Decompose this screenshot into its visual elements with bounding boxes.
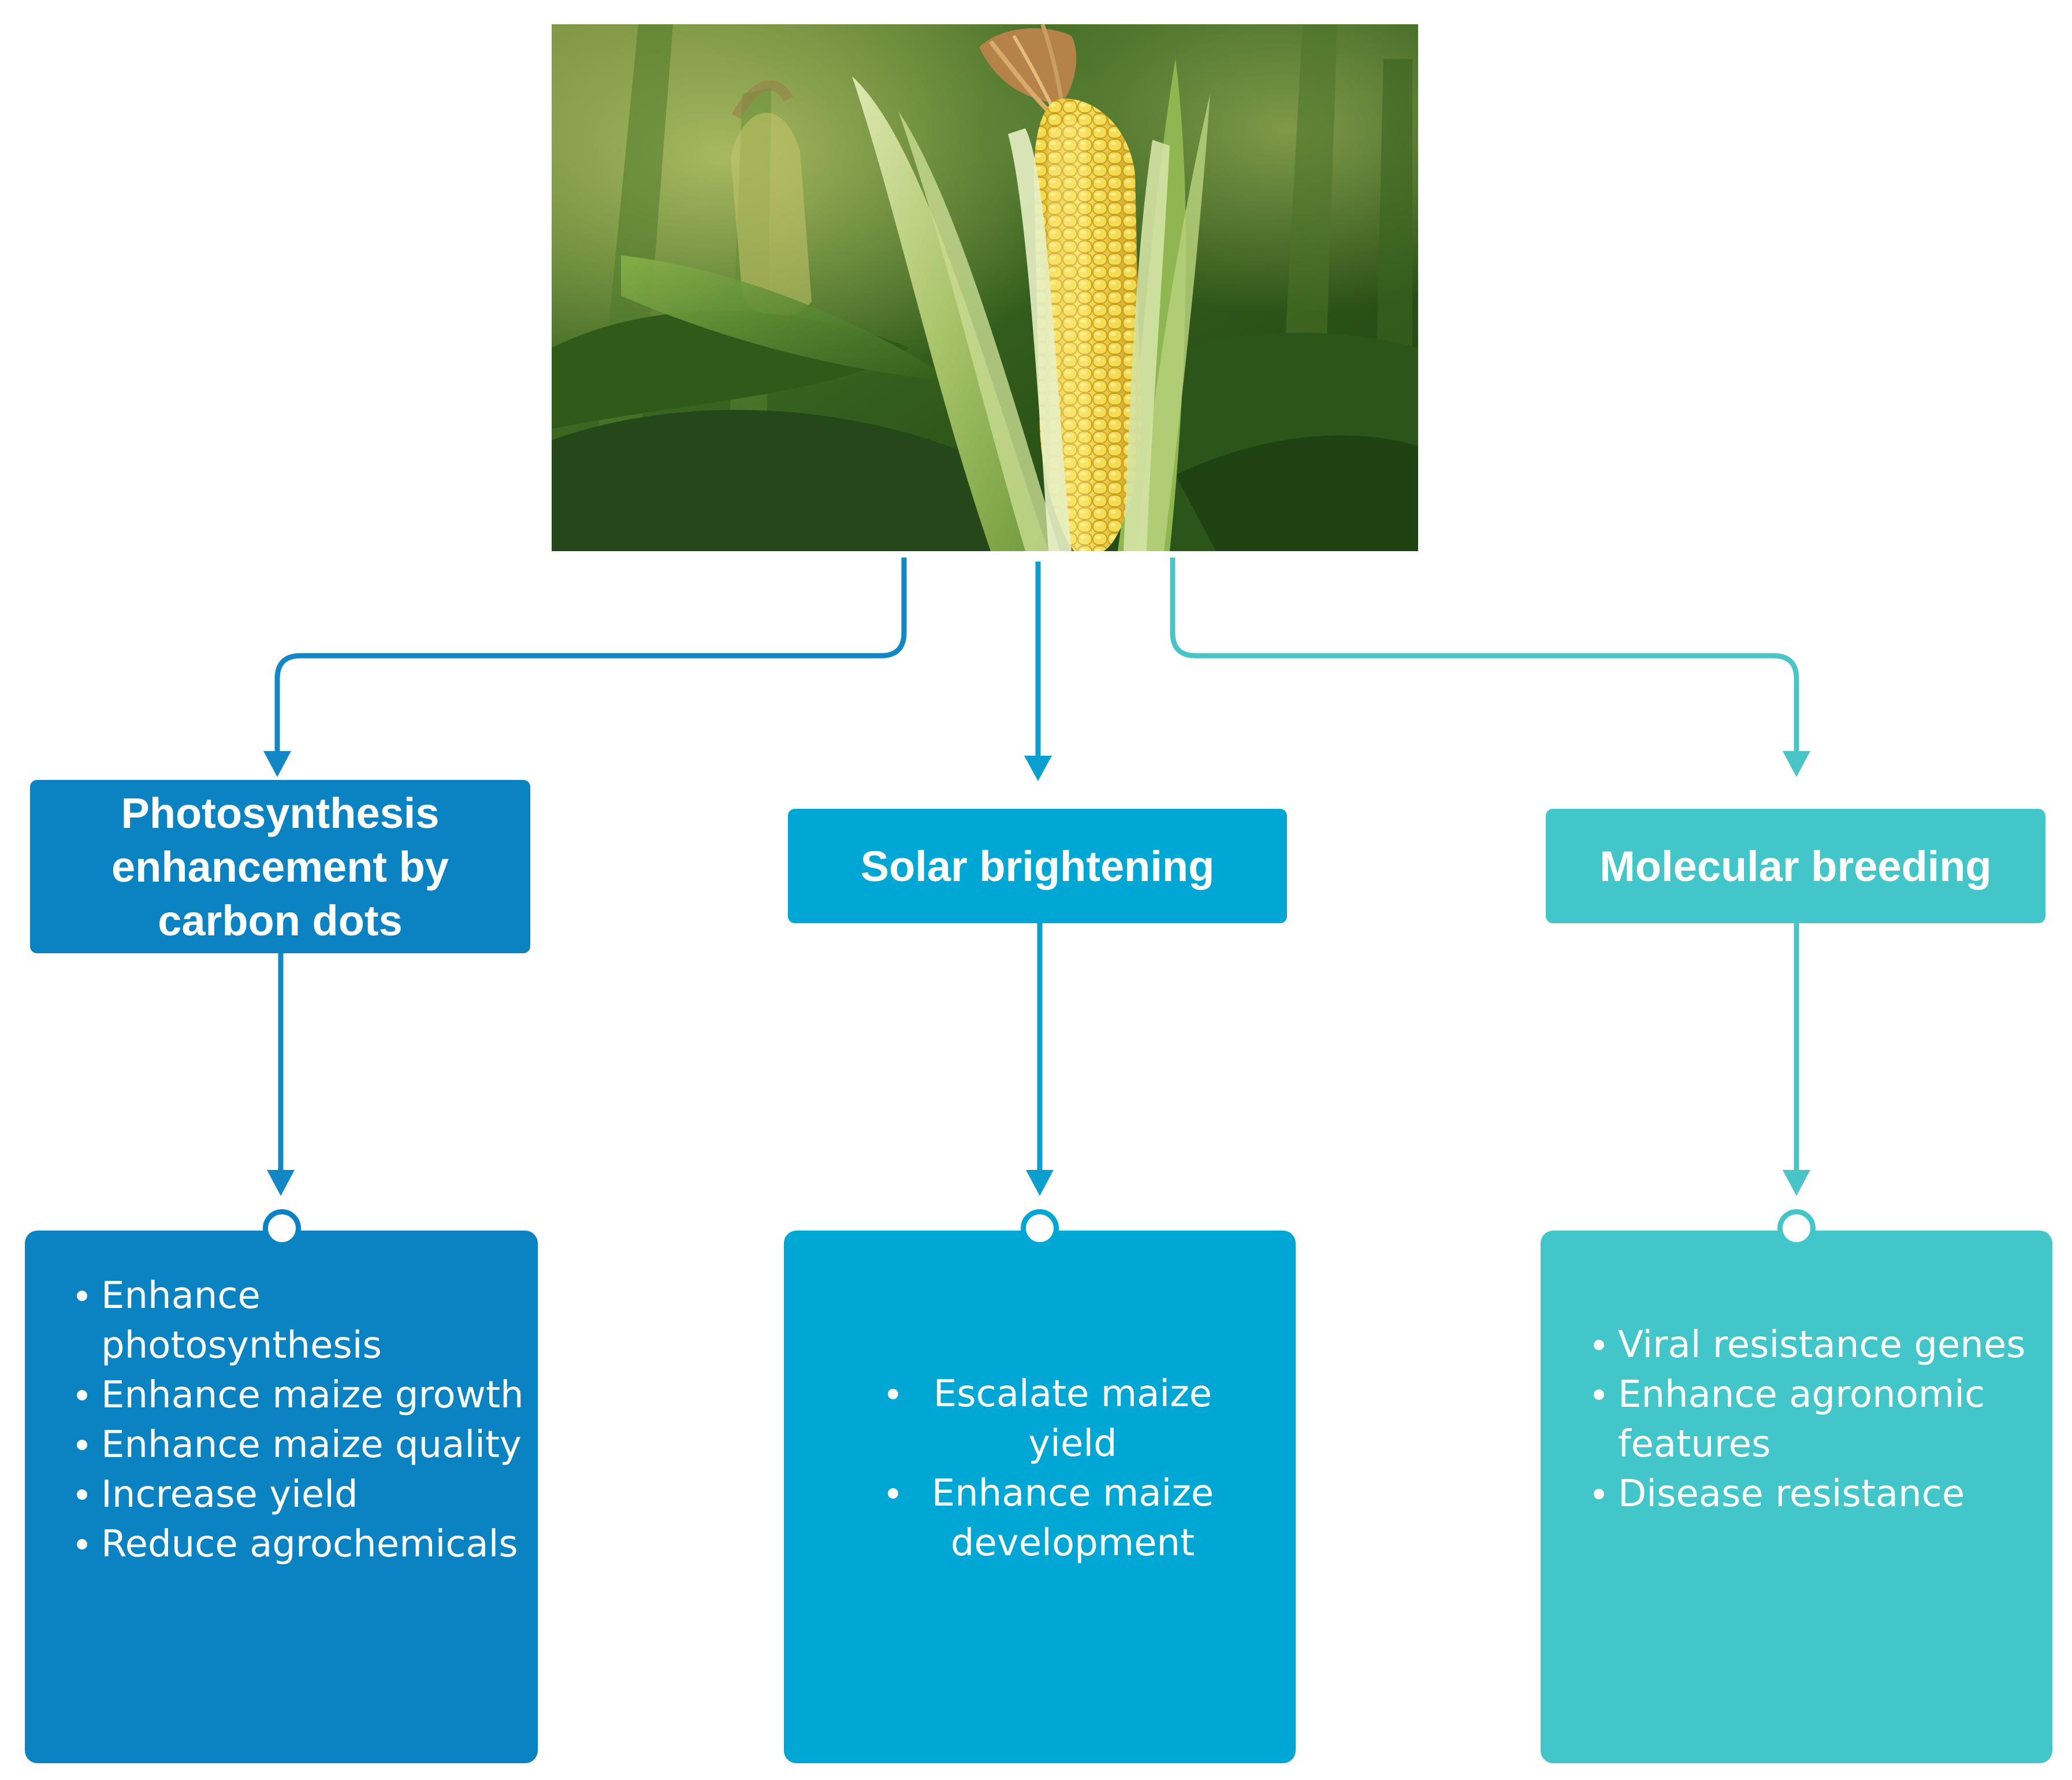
category-molecular-breeding: Molecular breeding bbox=[1546, 809, 2045, 923]
bullet-icon bbox=[1594, 1489, 1604, 1499]
bullet-icon bbox=[77, 1390, 87, 1400]
connector-left bbox=[274, 558, 907, 751]
bullet-icon bbox=[1594, 1340, 1604, 1350]
list-item: Disease resistance bbox=[1542, 1469, 2049, 1519]
list-item: Escalate maize yield bbox=[836, 1369, 1252, 1469]
arrowhead-center bbox=[1024, 756, 1052, 781]
bullet-icon bbox=[77, 1489, 87, 1500]
list-item: Viral resistance genes bbox=[1542, 1320, 2049, 1370]
benefit-list: Escalate maize yield Enhance maize devel… bbox=[871, 1369, 1252, 1568]
arrowhead-photo-detail bbox=[267, 1170, 295, 1196]
arrowhead-solar-detail bbox=[1026, 1170, 1054, 1196]
list-item: Increase yield bbox=[25, 1470, 532, 1519]
list-item: Enhance maize development bbox=[836, 1469, 1252, 1568]
bullet-icon bbox=[77, 1440, 87, 1450]
bullet-icon bbox=[77, 1539, 87, 1549]
category-photosynthesis: Photosynthesis enhancement by carbon dot… bbox=[30, 780, 530, 953]
maize-cob-photo bbox=[552, 24, 1418, 551]
connector-knob-icon bbox=[1021, 1209, 1059, 1247]
benefit-list: Enhance photosynthesis Enhance maize gro… bbox=[77, 1271, 532, 1569]
detail-box-molecular-breeding: Viral resistance genes Enhance agronomic… bbox=[1541, 1231, 2052, 1763]
bullet-icon bbox=[888, 1389, 898, 1399]
arrowhead-left bbox=[263, 751, 291, 777]
detail-box-photosynthesis: Enhance photosynthesis Enhance maize gro… bbox=[25, 1231, 538, 1763]
category-molecular-breeding-title: Molecular breeding bbox=[1599, 842, 1992, 890]
list-item: Enhance maize quality bbox=[25, 1420, 532, 1470]
list-item: Enhance agronomic features bbox=[1542, 1370, 2049, 1469]
arrowhead-molecular-detail bbox=[1783, 1170, 1810, 1196]
detail-box-solar-brightening: Escalate maize yield Enhance maize devel… bbox=[784, 1231, 1296, 1763]
arrowhead-right bbox=[1783, 751, 1810, 777]
category-solar-brightening: Solar brightening bbox=[788, 809, 1287, 923]
connector-knob-icon bbox=[1777, 1209, 1816, 1247]
list-item: Enhance maize growth bbox=[25, 1370, 532, 1420]
category-photosynthesis-title: Photosynthesis enhancement by carbon dot… bbox=[111, 789, 449, 945]
list-item: Enhance photosynthesis bbox=[25, 1271, 532, 1370]
bullet-icon bbox=[77, 1291, 87, 1301]
connector-right bbox=[1170, 558, 1799, 751]
bullet-icon bbox=[1594, 1389, 1604, 1400]
benefit-list: Viral resistance genes Enhance agronomic… bbox=[1594, 1320, 2049, 1519]
connector-knob-icon bbox=[263, 1209, 301, 1247]
category-solar-brightening-title: Solar brightening bbox=[860, 842, 1215, 890]
list-item: Reduce agrochemicals bbox=[25, 1519, 532, 1569]
bullet-icon bbox=[888, 1488, 898, 1499]
